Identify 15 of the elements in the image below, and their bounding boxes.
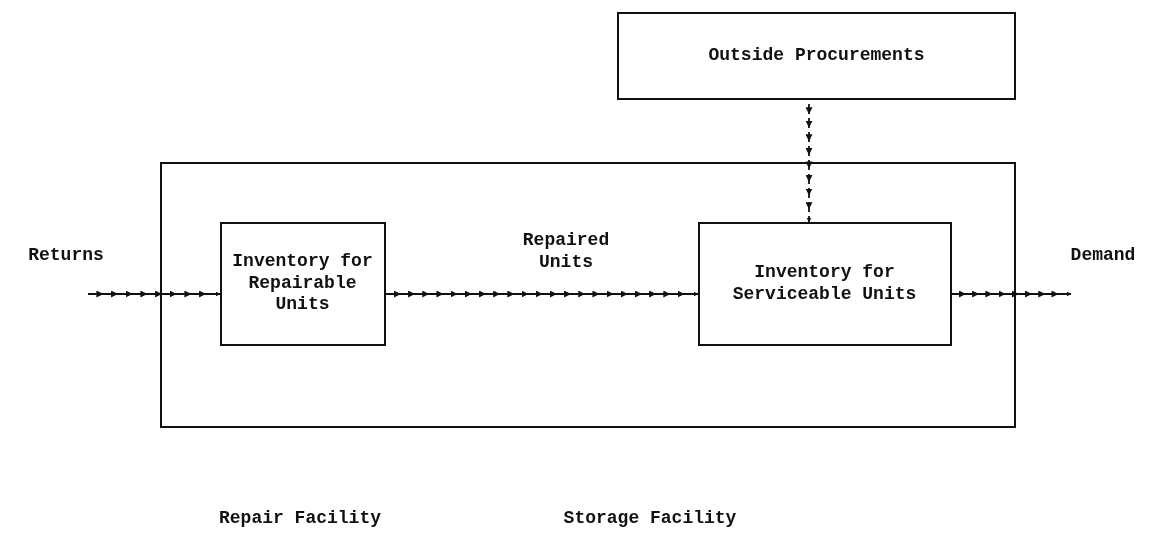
facility-boundary-box bbox=[160, 162, 1016, 428]
box-label: Inventory for Repairable Units bbox=[231, 251, 374, 316]
process-box bbox=[617, 12, 1016, 100]
arrow bbox=[951, 291, 1072, 298]
edge-label: Returns bbox=[27, 245, 105, 267]
arrow bbox=[87, 291, 221, 298]
edge-label: Repaired Units bbox=[521, 230, 611, 274]
arrow bbox=[385, 291, 699, 298]
edge-label: Demand bbox=[1069, 245, 1137, 267]
facility-label: Storage Facility bbox=[562, 508, 738, 530]
box-label: Inventory for Serviceable Units bbox=[731, 261, 918, 306]
process-box bbox=[697, 221, 952, 346]
process-box bbox=[219, 221, 386, 346]
facility-label: Repair Facility bbox=[218, 508, 382, 530]
box-label: Outside Procurements bbox=[708, 45, 925, 67]
